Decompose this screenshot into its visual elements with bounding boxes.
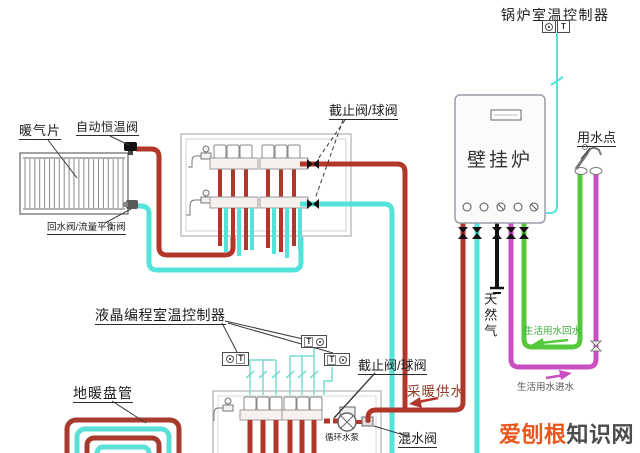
dhw-valve-icon xyxy=(590,340,602,352)
zone-thermostat-c: T xyxy=(324,353,350,366)
manifold-group xyxy=(281,396,323,453)
label-floor-heating-coil: 地暖盘管 xyxy=(73,385,133,404)
radiator-return-pipe xyxy=(135,203,304,273)
zone-thermostat-wires xyxy=(245,348,333,395)
zone-thermostat-b: T xyxy=(301,335,327,348)
label-heating-supply: 采暖供水 xyxy=(407,384,465,399)
thermostat-wire xyxy=(546,33,564,214)
faucet-icon xyxy=(574,144,603,175)
label-lcd-programmable-thermostat: 液晶编程室温控制器 xyxy=(95,307,226,326)
boiler-knobs xyxy=(462,202,539,212)
label-dhw-return: 生活用水回水 xyxy=(524,326,582,337)
return-valve-icon xyxy=(123,200,138,209)
dhw-inlet-arrow xyxy=(545,370,572,380)
label-radiator: 暖气片 xyxy=(19,123,62,141)
dial-icon xyxy=(315,337,324,346)
wall-hung-boiler xyxy=(454,94,546,224)
heating-supply-arrow xyxy=(409,396,439,408)
dial-icon xyxy=(338,355,347,364)
label-dhw-inlet: 生活用水进水 xyxy=(517,382,575,393)
label-stop-ball-valve-upper: 截止阀/球阀 xyxy=(329,103,398,121)
boiler-display xyxy=(490,109,522,121)
heating-return-pipe xyxy=(300,201,395,453)
dhw-inlet-pipe xyxy=(508,174,599,370)
t-sensor-label: T xyxy=(304,336,314,347)
label-wall-hung-boiler: 壁挂炉 xyxy=(467,150,534,171)
t-sensor-label: T xyxy=(561,21,566,31)
label-mixing-valve: 混水阀 xyxy=(398,431,438,449)
floor-heating-coil xyxy=(64,417,182,453)
label-water-use-point: 用水点 xyxy=(577,130,617,148)
label-circulation-pump: 循环水泵 xyxy=(325,432,360,442)
zone-thermostat-a: T xyxy=(222,352,249,366)
radiator xyxy=(19,142,138,215)
dial-icon xyxy=(225,355,234,363)
boiler-isolation-valves xyxy=(458,227,529,239)
manifold-group xyxy=(239,396,289,453)
ball-valve-icon xyxy=(307,159,319,209)
label-auto-thermostatic-valve: 自动恒温阀 xyxy=(76,120,139,137)
air-vent-icon xyxy=(213,397,234,421)
dhw-return-arrow xyxy=(531,338,569,349)
label-natural-gas: 天然气 xyxy=(482,292,498,340)
manifold-cabinet-lower xyxy=(212,390,382,453)
label-return-flow-balance-valve: 回水阀/流量平衡阀 xyxy=(47,222,126,236)
manifold-group xyxy=(209,144,259,209)
manifold-cabinet-upper xyxy=(180,133,352,258)
circulation-pump-icon xyxy=(337,406,362,432)
boiler-thermostat-t-icon: T xyxy=(557,20,570,33)
t-sensor-label: T xyxy=(327,354,337,365)
radiator-supply-pipe xyxy=(136,146,236,258)
watermark-suffix: 知识网 xyxy=(566,422,635,447)
label-stop-ball-valve-lower: 截止阀/球阀 xyxy=(358,358,427,376)
dial-icon xyxy=(545,22,553,31)
label-boiler-room-thermostat: 锅炉室温控制器 xyxy=(501,7,610,23)
t-sensor-label: T xyxy=(236,354,246,364)
watermark-brand: 爱刨根 xyxy=(499,422,567,447)
gas-meter-symbol xyxy=(490,286,504,294)
leader-lines xyxy=(47,119,591,438)
air-vent-icon xyxy=(186,145,212,216)
watermark: 爱刨根知识网 xyxy=(499,417,634,449)
heating-supply-pipe xyxy=(300,161,466,422)
boiler-thermostat-dial-icon xyxy=(542,20,556,33)
dhw-return-pipe xyxy=(521,174,583,350)
radiator-fins xyxy=(24,159,124,208)
